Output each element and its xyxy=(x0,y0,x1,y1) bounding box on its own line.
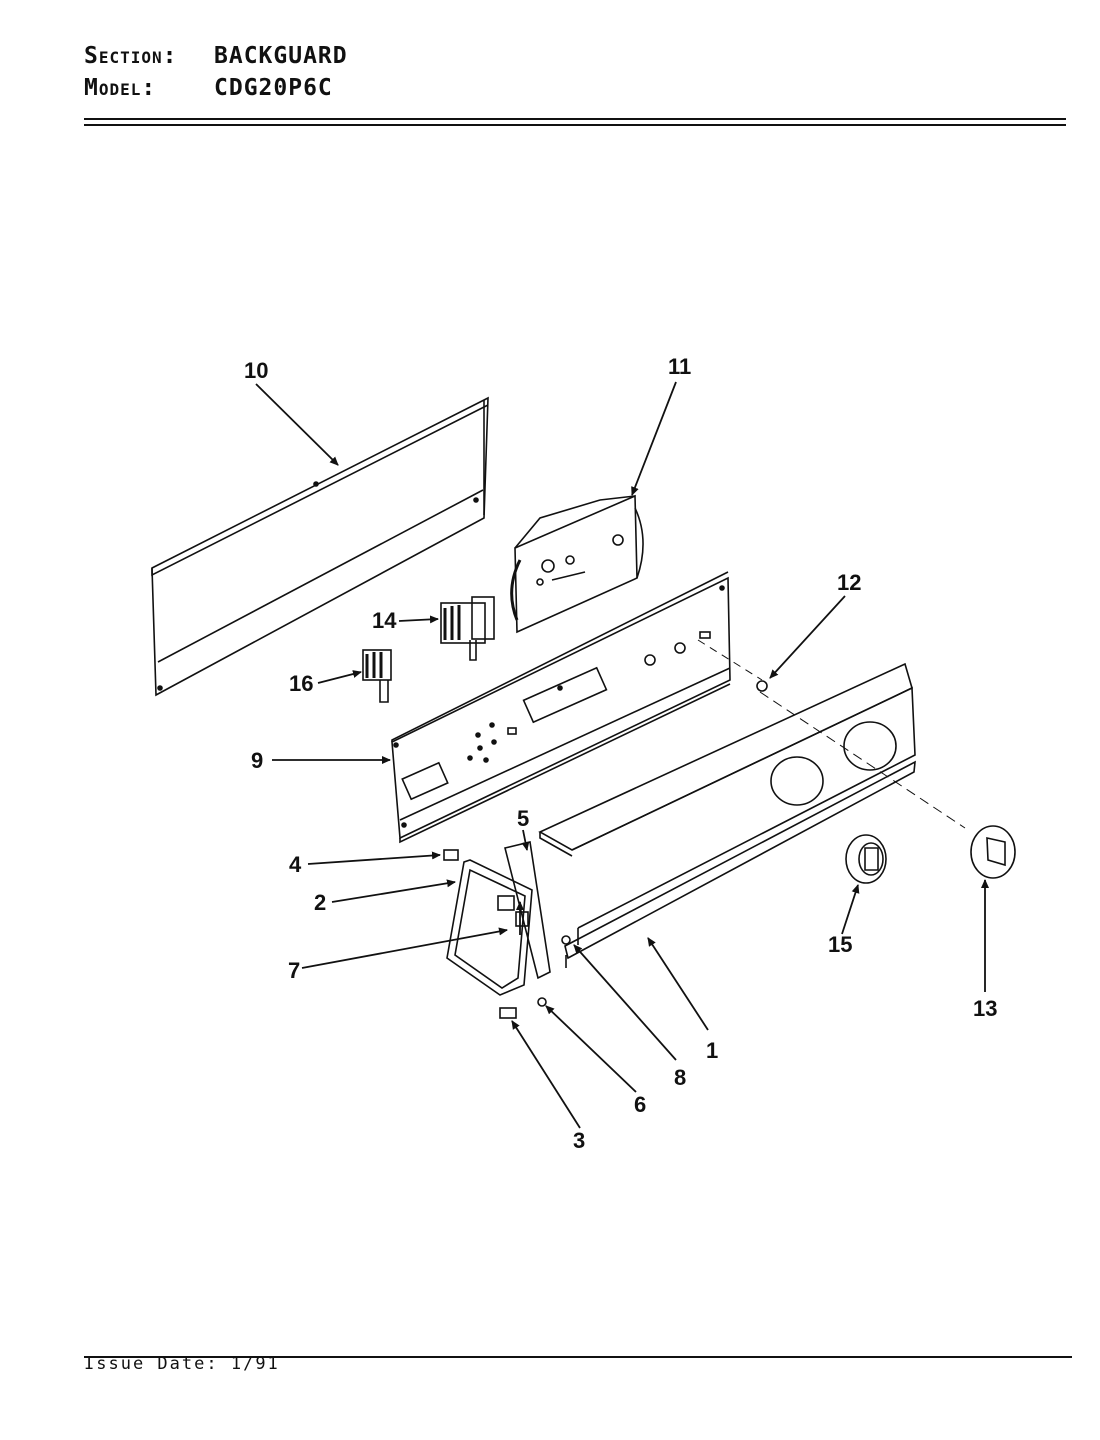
part-11-timer xyxy=(510,494,644,634)
callout-3: 3 xyxy=(573,1128,585,1153)
callout-13: 13 xyxy=(973,996,997,1021)
callout-14: 14 xyxy=(372,608,397,633)
callout-9: 9 xyxy=(251,748,263,773)
callout-6: 6 xyxy=(634,1092,646,1117)
part-15-knob xyxy=(845,834,887,884)
part-14-switch xyxy=(440,596,495,661)
issue-date-label: Issue Date: xyxy=(84,1354,219,1374)
part-10-rear-panel xyxy=(151,396,489,697)
part-8-screw xyxy=(561,935,571,945)
callout-11: 11 xyxy=(668,354,691,379)
part-7-bracket xyxy=(515,911,529,927)
part-12-screw xyxy=(756,680,768,692)
part-3-clip xyxy=(499,1007,517,1019)
header-rule-bottom xyxy=(84,124,1066,126)
callout-10: 10 xyxy=(244,358,268,383)
part-2-end-cap xyxy=(446,859,533,996)
part-4-clip xyxy=(443,849,459,861)
alignment-line-12 xyxy=(697,639,763,681)
section-value: BACKGUARD xyxy=(214,43,348,69)
part-13-knob xyxy=(970,825,1016,879)
callout-1: 1 xyxy=(706,1038,718,1063)
callout-2: 2 xyxy=(314,890,326,915)
model-value: CDG20P6C xyxy=(214,75,333,101)
callout-8: 8 xyxy=(674,1065,686,1090)
callout-7: 7 xyxy=(288,958,300,983)
callout-12: 12 xyxy=(837,570,861,595)
alignment-line-13 xyxy=(759,691,966,829)
part-1-front-trim xyxy=(538,662,916,968)
model-label: Model: xyxy=(84,75,157,101)
footer-rule xyxy=(84,1356,1072,1358)
section-label: Section: xyxy=(84,43,178,69)
model-row: Model: CDG20P6C xyxy=(84,72,348,104)
callout-16: 16 xyxy=(289,671,313,696)
callout-4: 4 xyxy=(289,852,302,877)
callout-5: 5 xyxy=(517,806,529,831)
page-header: Section: BACKGUARD Model: CDG20P6C xyxy=(84,40,348,104)
page-footer: Issue Date: 1/91 xyxy=(84,1354,280,1374)
part-16-switch xyxy=(362,649,392,703)
section-row: Section: BACKGUARD xyxy=(84,40,348,72)
part-6-screw xyxy=(537,997,547,1007)
issue-date-value: 1/91 xyxy=(230,1354,280,1374)
header-rule-top xyxy=(84,118,1066,120)
leader-lines xyxy=(255,381,989,1129)
part-9-control-panel xyxy=(391,571,731,844)
callout-labels: 10 11 12 14 16 9 5 4 2 7 15 13 1 8 6 3 xyxy=(244,354,997,1153)
callout-15: 15 xyxy=(828,932,852,957)
